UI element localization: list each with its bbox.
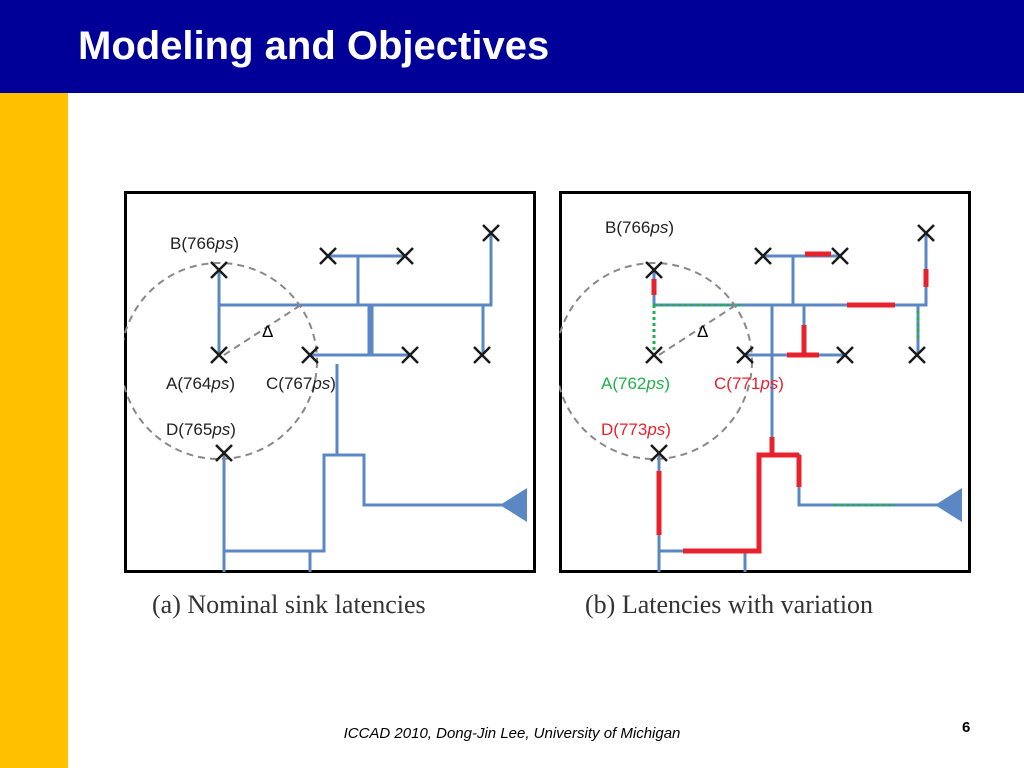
clock-tree-diagram-nominal: Δ B(766ps) A(764ps) C(767ps) D(765ps)	[124, 191, 536, 573]
delta-label: Δ	[262, 322, 273, 341]
reduced-delay-segments	[652, 303, 920, 507]
sink-x-icon	[908, 346, 926, 364]
sink-x-icon	[396, 247, 414, 265]
panel-nominal-latencies: Δ B(766ps) A(764ps) C(767ps) D(765ps)	[124, 191, 536, 573]
slide-title: Modeling and Objectives	[78, 24, 550, 68]
sink-x-icon	[645, 261, 663, 279]
sink-x-icon	[650, 444, 668, 462]
sink-markers	[645, 224, 935, 462]
sink-x-icon	[301, 346, 319, 364]
sink-markers	[210, 224, 500, 462]
sink-x-icon	[482, 224, 500, 242]
sink-x-icon	[754, 247, 772, 265]
sink-x-icon	[836, 346, 854, 364]
sink-label-d: D(773ps)	[601, 420, 671, 439]
clock-source-buffer-icon	[935, 488, 962, 522]
sink-label-c: C(771ps)	[714, 374, 784, 393]
sink-x-icon	[645, 346, 663, 364]
sink-x-icon	[319, 247, 337, 265]
sink-label-d: D(765ps)	[166, 420, 236, 439]
sink-x-icon	[473, 346, 491, 364]
title-bar	[0, 0, 1024, 93]
sink-label-b: B(766ps)	[605, 218, 674, 237]
increased-delay-segments	[651, 251, 929, 554]
sink-x-icon	[210, 261, 228, 279]
sink-label-b: B(766ps)	[170, 234, 239, 253]
caption-panel-b: (b) Latencies with variation	[585, 590, 874, 619]
sink-x-icon	[917, 224, 935, 242]
sink-x-icon	[210, 346, 228, 364]
caption-panel-a: (a) Nominal sink latencies	[152, 590, 426, 619]
sink-label-a: A(764ps)	[166, 374, 235, 393]
sink-label-a: A(762ps)	[601, 374, 670, 393]
sink-x-icon	[401, 346, 419, 364]
panel-latencies-with-variation: Δ B(766ps) A(762ps) C(771ps) D(773ps)	[559, 191, 971, 573]
clock-source-buffer-icon	[500, 488, 527, 522]
delta-label: Δ	[697, 322, 708, 341]
page-number: 6	[962, 719, 971, 736]
sink-x-icon	[736, 346, 754, 364]
sink-label-c: C(767ps)	[266, 374, 336, 393]
side-accent-bar	[0, 93, 68, 768]
clock-wires	[217, 233, 519, 572]
clock-tree-diagram-variation: Δ B(766ps) A(762ps) C(771ps) D(773ps)	[559, 191, 971, 573]
delta-radius-line	[658, 302, 740, 356]
sink-x-icon	[831, 247, 849, 265]
slide-footer: ICCAD 2010, Dong-Jin Lee, University of …	[343, 725, 681, 742]
sink-x-icon	[215, 444, 233, 462]
delta-radius-line	[223, 302, 305, 356]
